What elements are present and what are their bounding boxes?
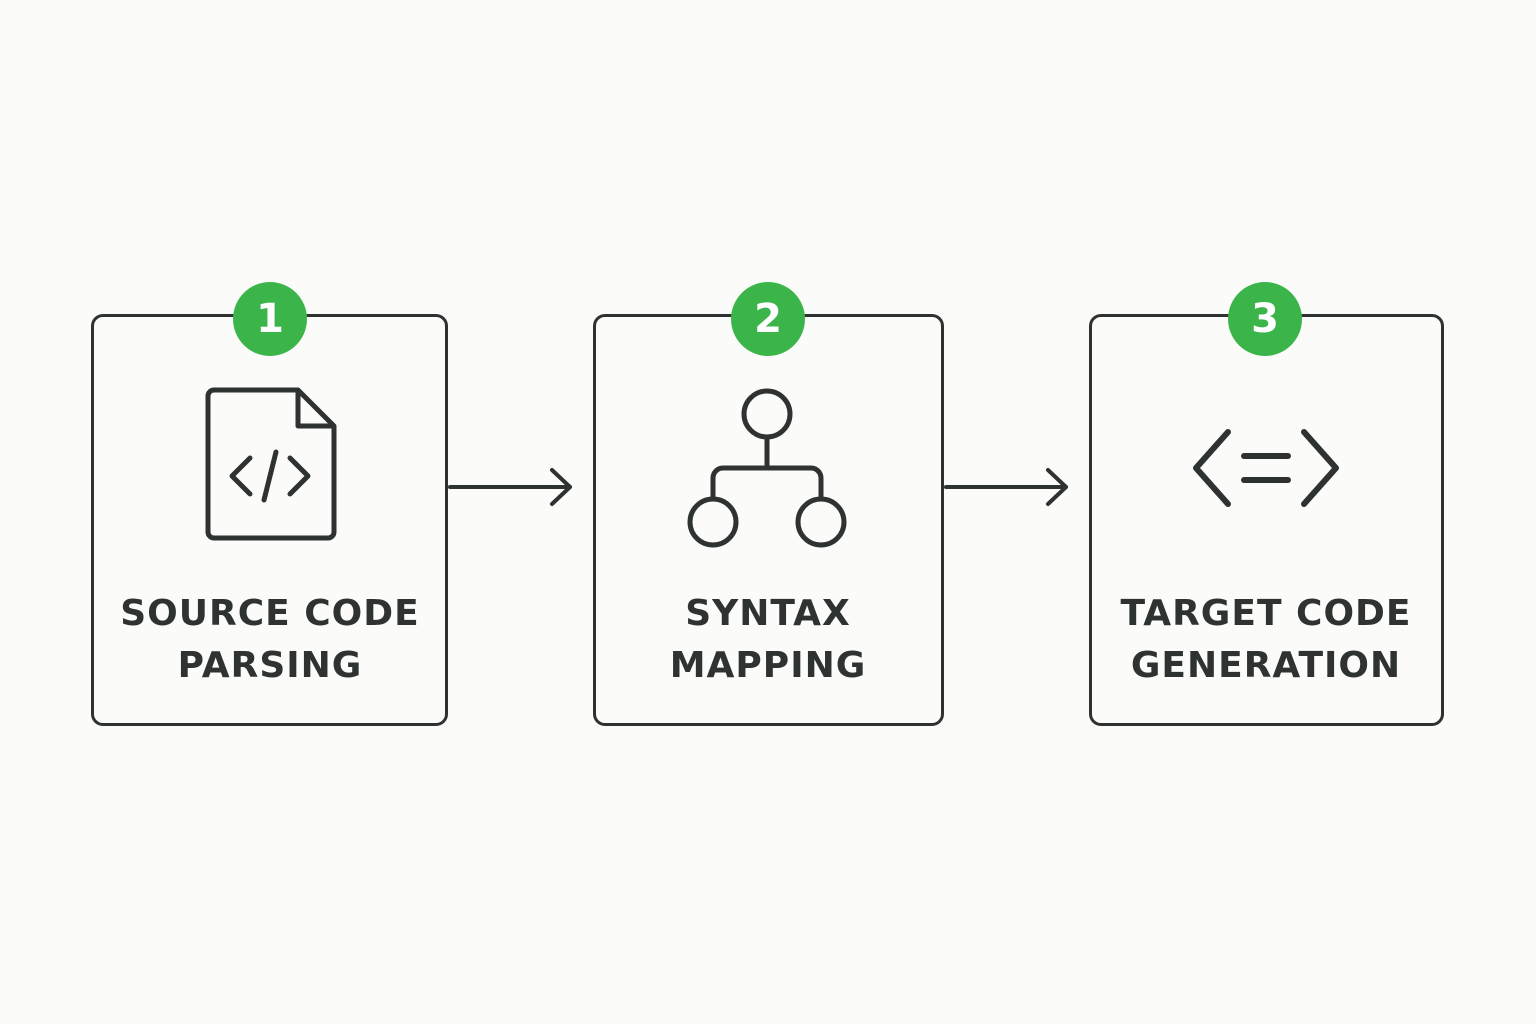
- step-1-label-line2: PARSING: [177, 645, 363, 686]
- code-file-icon: [205, 387, 337, 541]
- arrow-step1-to-step2-icon: [448, 468, 572, 506]
- step-3-label-line2: GENERATION: [1130, 645, 1402, 686]
- step-2-number-badge: 2: [731, 282, 805, 356]
- step-3-label: TARGET CODE GENERATION: [1096, 588, 1436, 692]
- step-3-number-badge: 3: [1228, 282, 1302, 356]
- step-2-label-line2: MAPPING: [669, 645, 867, 686]
- step-2-card: [593, 314, 944, 726]
- step-1-number-badge: 1: [233, 282, 307, 356]
- step-3-label-line1: TARGET CODE: [1120, 593, 1412, 634]
- arrow-step2-to-step3-icon: [944, 468, 1068, 506]
- step-3-card: [1089, 314, 1444, 726]
- step-2-label-line1: SYNTAX: [685, 593, 851, 634]
- step-2-label: SYNTAX MAPPING: [598, 588, 938, 692]
- step-1-label: SOURCE CODE PARSING: [100, 588, 440, 692]
- step-1-label-line1: SOURCE CODE: [120, 593, 420, 634]
- code-equals-icon: [1193, 429, 1339, 507]
- step-1-card: [91, 314, 448, 726]
- tree-hierarchy-icon: [687, 388, 847, 548]
